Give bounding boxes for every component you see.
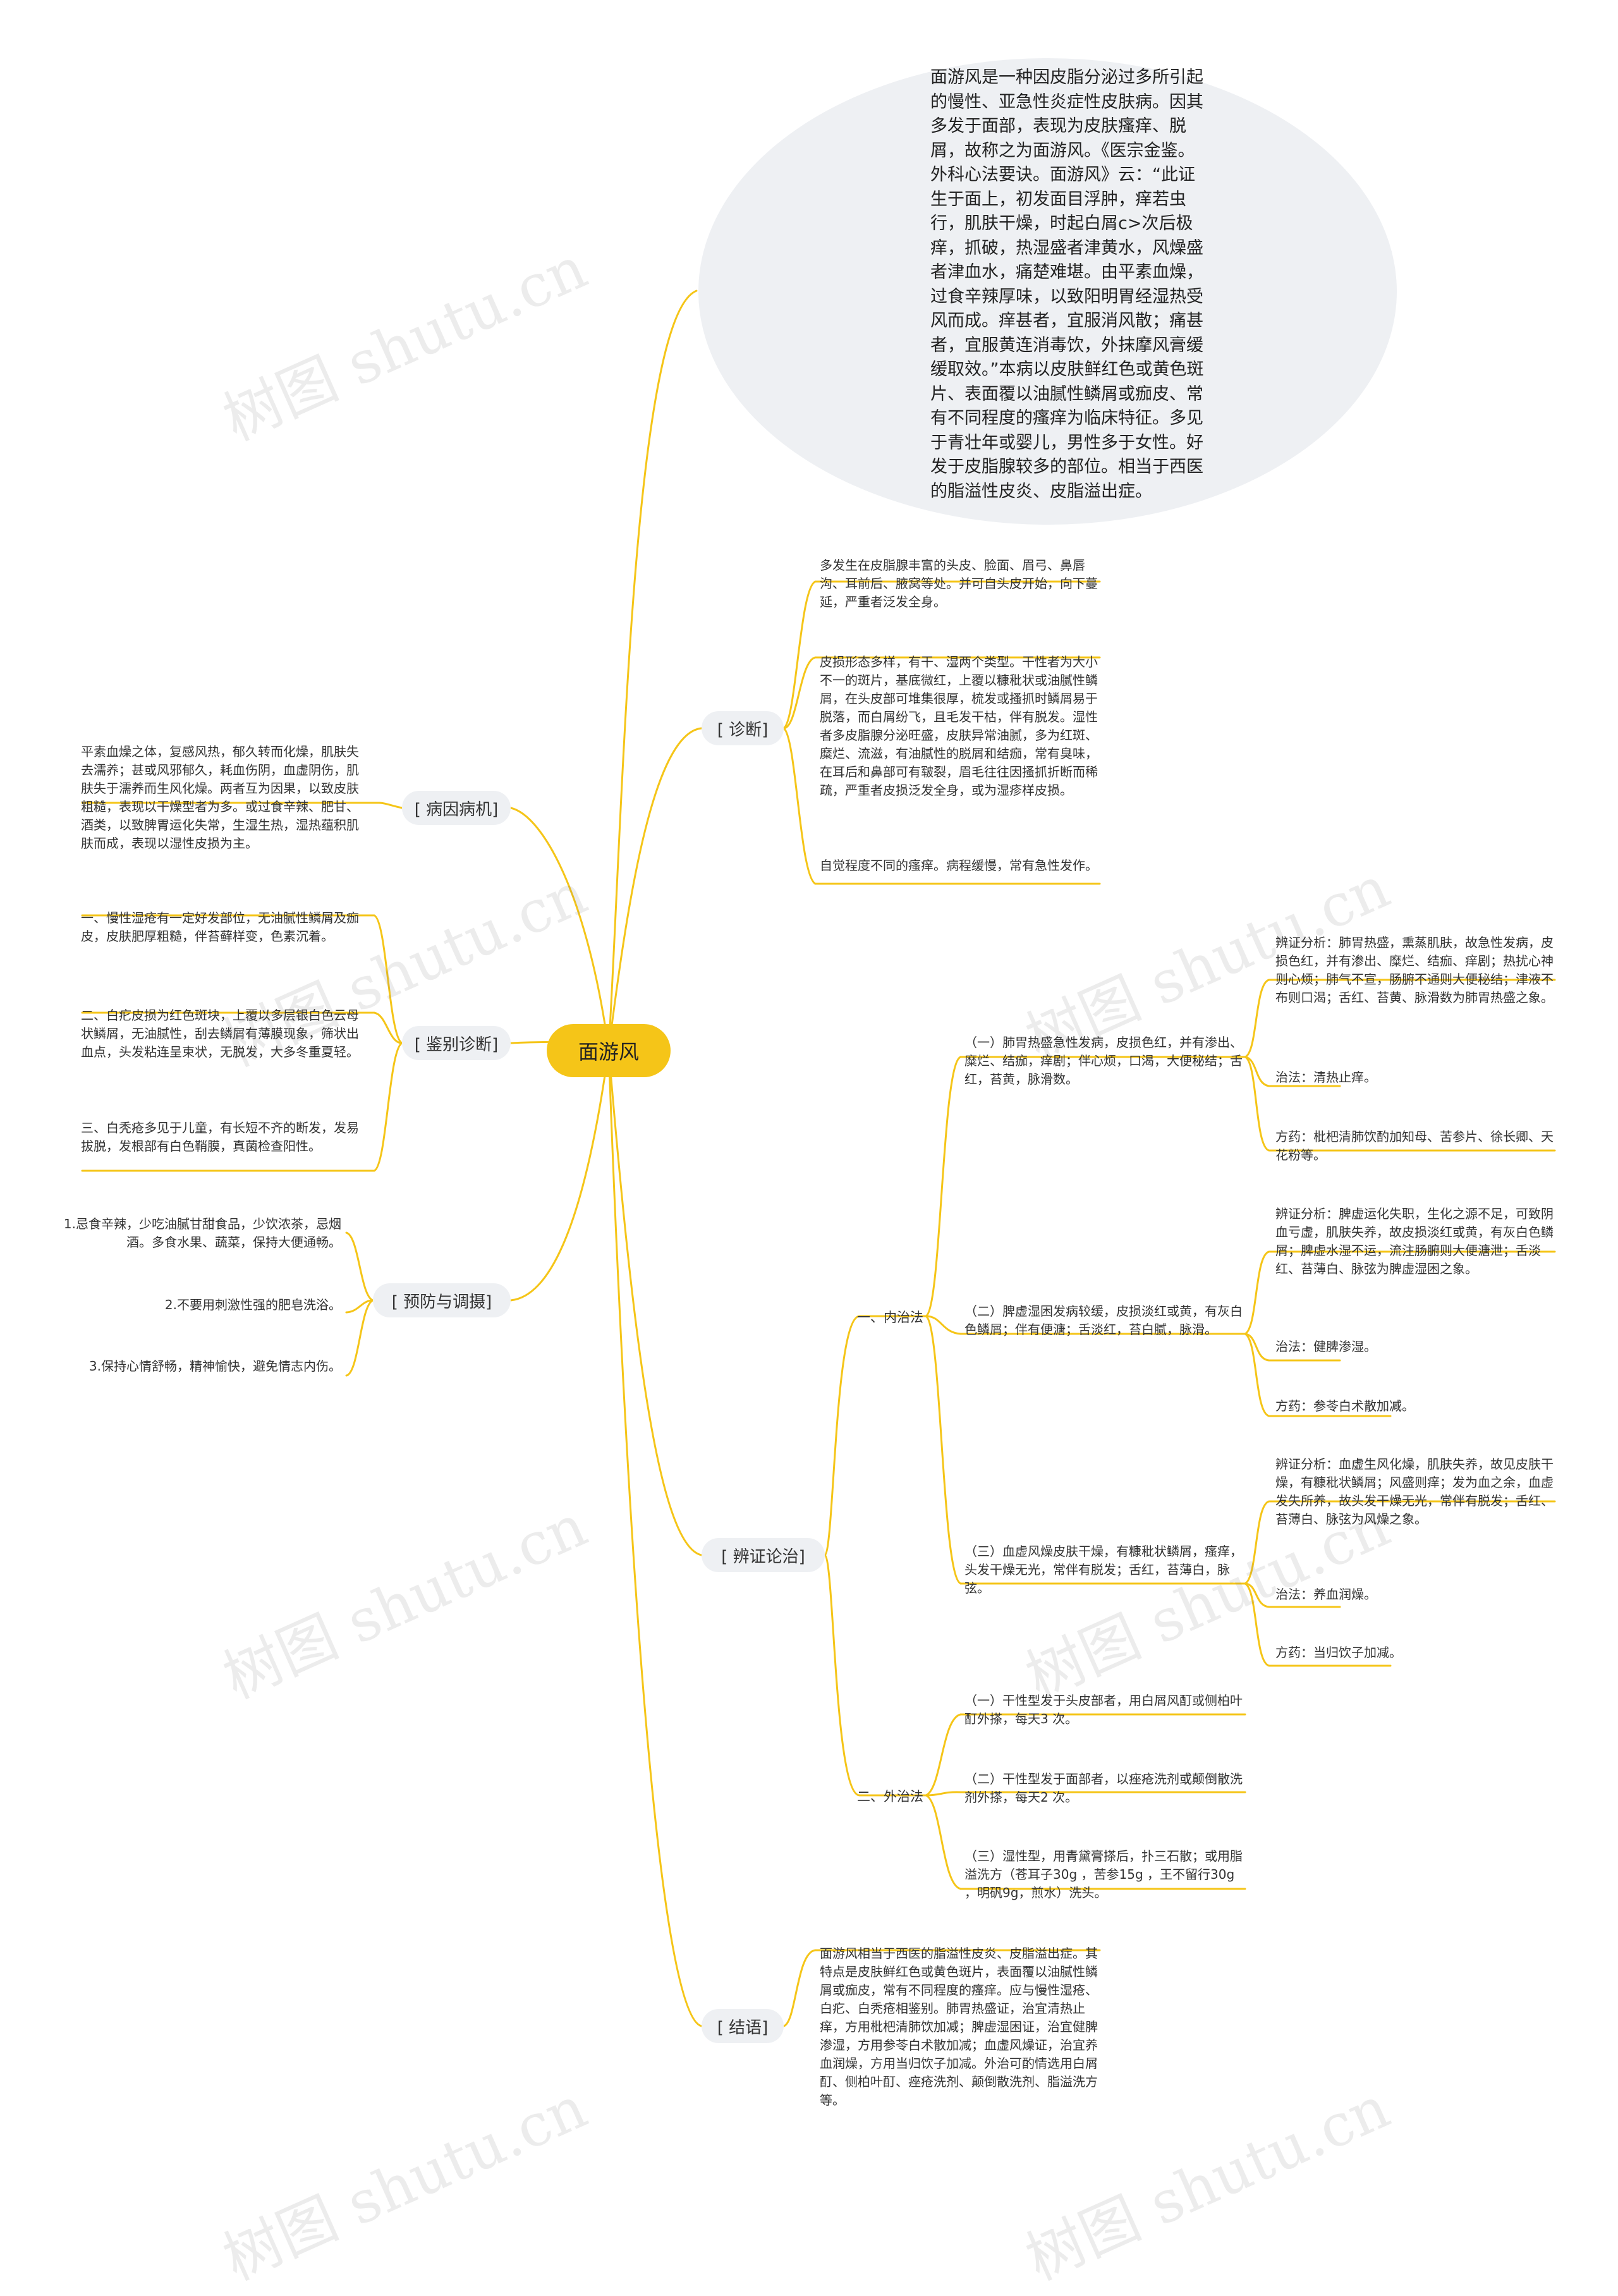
treatment-method: 治法：养血润燥。	[1275, 1587, 1377, 1602]
external-treatment-label[interactable]: 二、外治法	[857, 1789, 923, 1804]
category-etiology[interactable]: [ 病因病机]	[402, 791, 511, 825]
category-differential[interactable]: [ 鉴别诊断]	[402, 1026, 511, 1060]
category-diagnosis[interactable]: [ 诊断]	[702, 711, 784, 745]
category-prevention[interactable]: [ 预防与调摄]	[373, 1283, 511, 1317]
category-treatment[interactable]: [ 辨证论治]	[702, 1538, 825, 1572]
internal-treatment-label[interactable]: 一、内治法	[857, 1310, 923, 1325]
differential-item: 一、慢性湿疮有一定好发部位，无油腻性鳞屑及痂皮，皮肤肥厚粗糙，伴苔藓样变，色素沉…	[81, 910, 359, 944]
syndrome-analysis: 辨证分析：血虚生风化燥，肌肤失养，故见皮肤干燥，有糠秕状鳞屑；风盛则痒；发为血之…	[1275, 1456, 1554, 1527]
conclusion-text: 面游风相当于西医的脂溢性皮炎、皮脂溢出症。其特点是皮肤鲜红色或黄色斑片，表面覆以…	[820, 1946, 1098, 2108]
formula: 方药：当归饮子加减。	[1275, 1645, 1402, 1660]
syndrome-analysis: 辨证分析：脾虚运化失职，生化之源不足，可致阴血亏虚，肌肤失养，故皮损淡红或黄，有…	[1275, 1206, 1554, 1276]
prevention-item: 2.不要用刺激性强的肥皂洗浴。	[164, 1297, 341, 1312]
diagnosis-item: 多发生在皮脂腺丰富的头皮、脸面、眉弓、鼻唇沟、耳前后、腋窝等处。并可自头皮开始，…	[820, 558, 1098, 609]
intro-bubble	[698, 58, 1397, 525]
differential-item: 三、白秃疮多见于儿童，有长短不齐的断发，发易拔脱，发根部有白色鞘膜，真菌检查阳性…	[81, 1120, 359, 1154]
diagnosis-item: 皮损形态多样，有干、湿两个类型。干性者为大小不一的斑片，基底微红，上覆以糠秕状或…	[820, 654, 1098, 798]
internal-type: （一）肺胃热盛急性发病，皮损色红，并有渗出、糜烂、结痂，痒剧；伴心烦，口渴，大便…	[964, 1035, 1243, 1087]
category-conclusion[interactable]: [ 结语]	[702, 2009, 784, 2043]
formula: 方药：参苓白术散加减。	[1275, 1398, 1414, 1414]
root-node[interactable]: 面游风	[547, 1024, 671, 1077]
internal-type: （二）脾虚湿困发病较缓，皮损淡红或黄，有灰白色鳞屑；伴有便溏；舌淡红，苔白腻，脉…	[964, 1304, 1243, 1337]
etiology-text: 平素血燥之体，复感风热，郁久转而化燥，肌肤失去濡养；甚或风邪郁久，耗血伤阴，血虚…	[81, 744, 359, 851]
prevention-item: 3.保持心情舒畅，精神愉快，避免情志内伤。	[88, 1359, 341, 1374]
intro-text: 面游风是一种因皮脂分泌过多所引起的慢性、亚急性炎症性皮肤病。因其多发于面部，表现…	[930, 68, 1204, 501]
prevention-item: 1.忌食辛辣，少吃油腻甘甜食品，少饮浓茶，忌烟酒。多食水果、蔬菜，保持大便通畅。	[63, 1216, 341, 1250]
treatment-method: 治法：健脾渗湿。	[1275, 1339, 1377, 1354]
external-item: （一）干性型发于头皮部者，用白屑风酊或侧柏叶酊外搽，每天3 次。	[964, 1693, 1243, 1726]
treatment-method: 治法：清热止痒。	[1275, 1070, 1377, 1085]
internal-type: （三）血虚风燥皮肤干燥，有糠秕状鳞屑，瘙痒，头发干燥无光，常伴有脱发；舌红，苔薄…	[964, 1544, 1243, 1596]
external-item: （三）湿性型，用青黛膏搽后，扑三石散；或用脂溢洗方（苍耳子30g ，苦参15g …	[964, 1848, 1243, 1900]
differential-item: 二、白疕皮损为红色斑块，上覆以多层银白色云母状鳞屑，无油腻性，刮去鳞屑有薄膜现象…	[81, 1008, 359, 1059]
diagnosis-item: 自觉程度不同的瘙痒。病程缓慢，常有急性发作。	[820, 858, 1098, 873]
formula: 方药：枇杷清肺饮酌加知母、苦参片、徐长卿、天花粉等。	[1275, 1129, 1554, 1163]
external-item: （二）干性型发于面部者，以痤疮洗剂或颠倒散洗剂外搽，每天2 次。	[964, 1771, 1243, 1805]
syndrome-analysis: 辨证分析：肺胃热盛，熏蒸肌肤，故急性发病，皮损色红，并有渗出、糜烂、结痂、痒剧；…	[1275, 935, 1554, 1005]
